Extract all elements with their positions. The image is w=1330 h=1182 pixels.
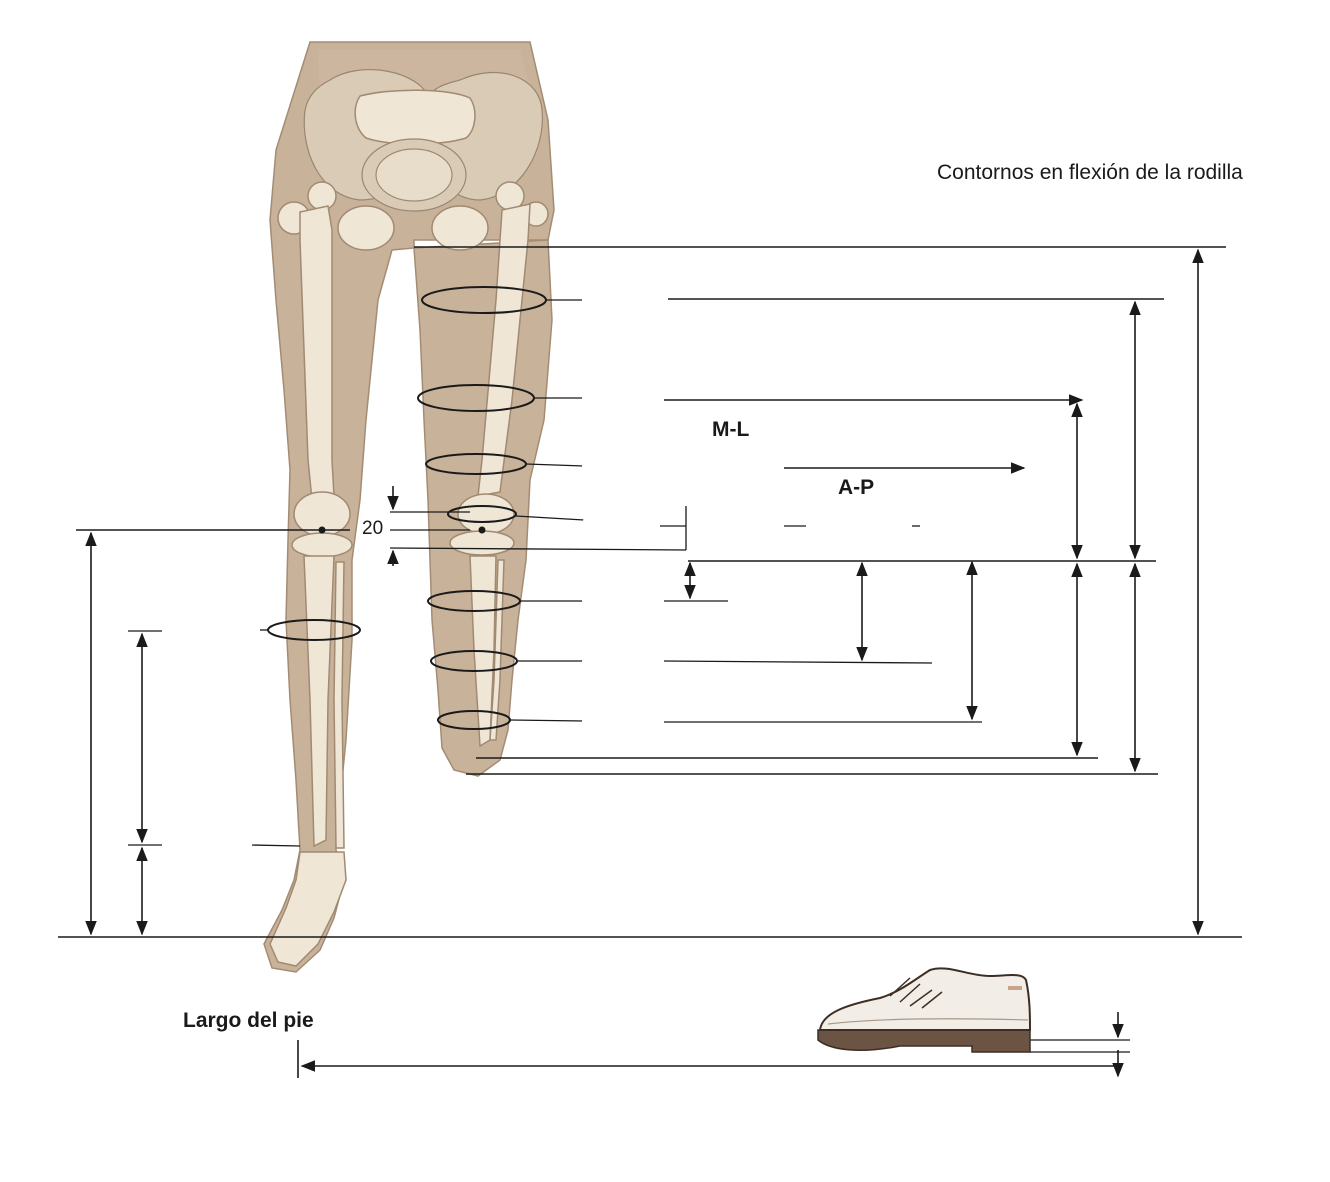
label-ml: M-L	[712, 418, 749, 441]
shoe-upper	[818, 967, 1032, 1031]
label-foot-length: Largo del pie	[183, 1009, 314, 1032]
dimension-arrows	[85, 248, 1204, 1078]
shoe-sole	[817, 1029, 1031, 1053]
text-labels: Contornos en flexión de la rodilla M-L A…	[183, 161, 1243, 1032]
diagram-title: Contornos en flexión de la rodilla	[937, 161, 1243, 184]
label-offset-20: 20	[362, 518, 383, 539]
reference-lines	[58, 246, 1242, 938]
leader-lines	[249, 299, 585, 847]
blank-answer-fields	[52, 140, 1246, 1066]
pelvis-skeleton	[277, 69, 549, 251]
shoe-icon	[817, 967, 1032, 1053]
ring-knee	[447, 505, 517, 523]
label-ap: A-P	[838, 476, 874, 499]
